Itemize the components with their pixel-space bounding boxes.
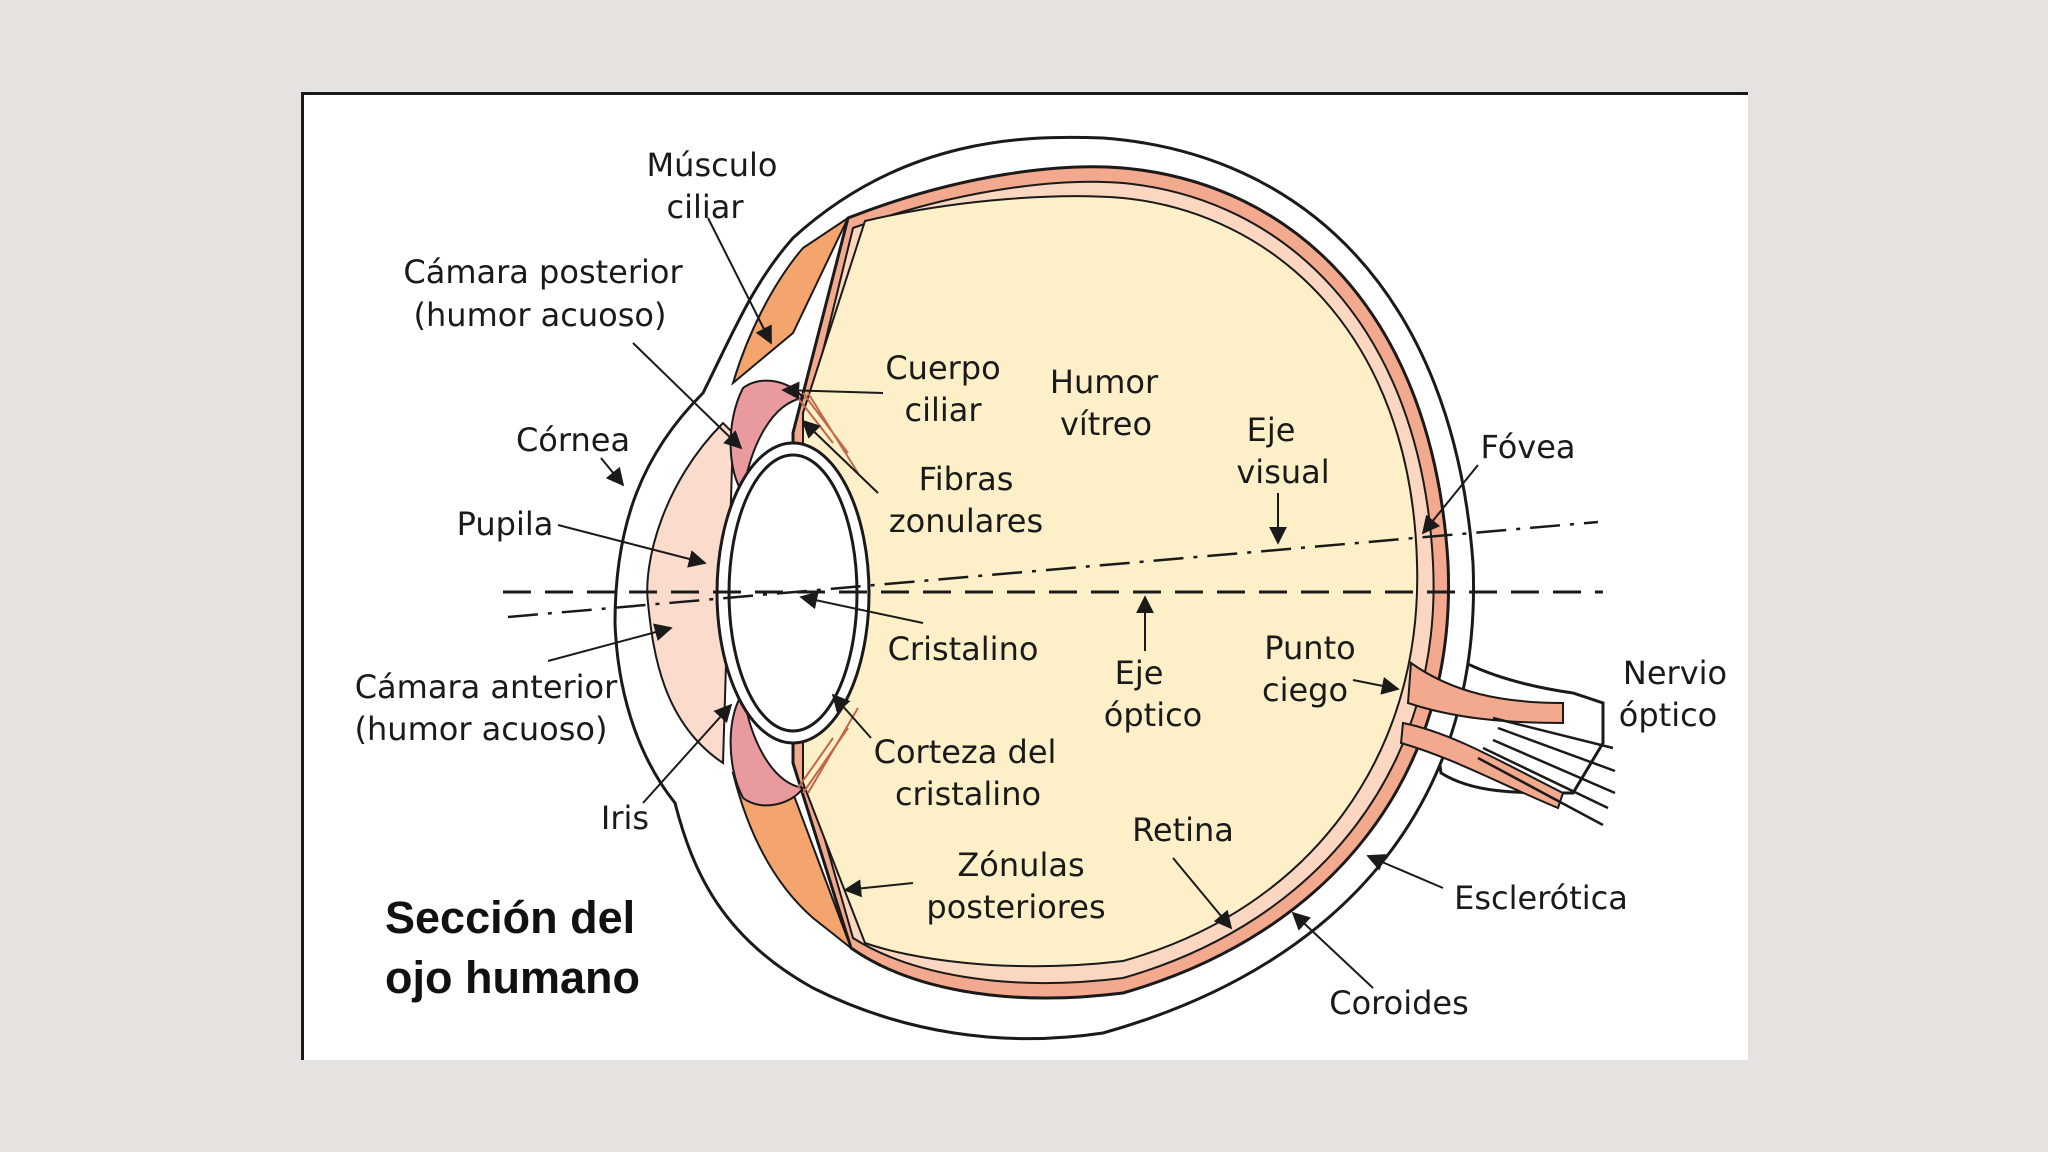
arrow-punto-ciego [1352,676,1400,695]
arrow-zonulas [843,879,914,898]
label-cornea: Córnea [516,421,630,459]
arrow-esclerotica [1366,854,1444,889]
label-zonulas-2: posteriores [926,888,1105,926]
label-fovea: Fóvea [1480,428,1575,466]
label-pupila: Pupila [457,505,554,543]
label-eje-visual-2: visual [1236,453,1329,491]
arrow-camara-posterior [632,342,743,450]
label-camara-anterior-1: Cámara anterior [355,668,618,706]
label-retina: Retina [1132,811,1234,849]
label-corteza-1: Corteza del [874,733,1057,771]
arrow-coroides [1291,911,1374,989]
label-eje-optico-1: Eje [1115,654,1164,692]
label-camara-posterior-2: (humor acuoso) [414,296,667,334]
arrow-iris [642,703,733,804]
arrow-fovea [1421,464,1479,535]
label-fibras-1: Fibras [919,460,1014,498]
label-nervio-optico-2: óptico [1619,696,1718,734]
label-eje-visual-1: Eje [1247,411,1296,449]
nerve-strands [1477,716,1616,827]
arrow-pupila [557,524,707,568]
arrow-corteza [831,693,872,739]
label-cuerpo-ciliar-2: ciliar [904,391,982,429]
diagram-title-line-2: ojo humano [385,952,640,1003]
label-punto-ciego-1: Punto [1264,629,1355,667]
label-humor-vitreo-2: vítreo [1060,405,1152,443]
labels: Músculo ciliar Cámara posterior (humor a… [355,146,1728,1022]
label-camara-anterior-2: (humor acuoso) [355,710,608,748]
label-nervio-optico-1: Nervio [1623,654,1727,692]
label-iris: Iris [601,799,649,837]
label-fibras-2: zonulares [889,502,1043,540]
label-cristalino: Cristalino [888,630,1039,668]
label-zonulas-1: Zónulas [957,846,1084,884]
label-eje-optico-2: óptico [1104,696,1203,734]
iris-bottom [729,690,805,807]
label-musculo-ciliar-2: ciliar [666,188,744,226]
label-esclerotica: Esclerótica [1454,879,1628,917]
label-camara-posterior-1: Cámara posterior [403,253,683,291]
arrow-cuerpo-ciliar [781,381,884,400]
arrow-cristalino [799,591,924,624]
label-corteza-2: cristalino [895,775,1041,813]
leader-lines [547,217,1479,989]
label-humor-vitreo-1: Humor [1050,363,1159,401]
label-punto-ciego-2: ciego [1262,671,1348,709]
arrow-retina [1172,857,1233,930]
visual-axis [507,520,1599,619]
arrow-cornea [600,457,625,487]
optic-nerve-fibres [1399,661,1565,810]
diagram-panel: Músculo ciliar Cámara posterior (humor a… [301,92,1748,1060]
arrow-musculo-ciliar [707,217,772,345]
diagram-title-line-1: Sección del [385,892,635,943]
arrow-camara-anterior [547,623,673,662]
label-cuerpo-ciliar-1: Cuerpo [885,349,1000,387]
arrow-fibras [801,419,879,494]
eye-section-diagram: Músculo ciliar Cámara posterior (humor a… [355,135,1728,1041]
label-musculo-ciliar-1: Músculo [647,146,778,184]
vitreous-body [802,195,1419,968]
label-coroides: Coroides [1329,984,1469,1022]
